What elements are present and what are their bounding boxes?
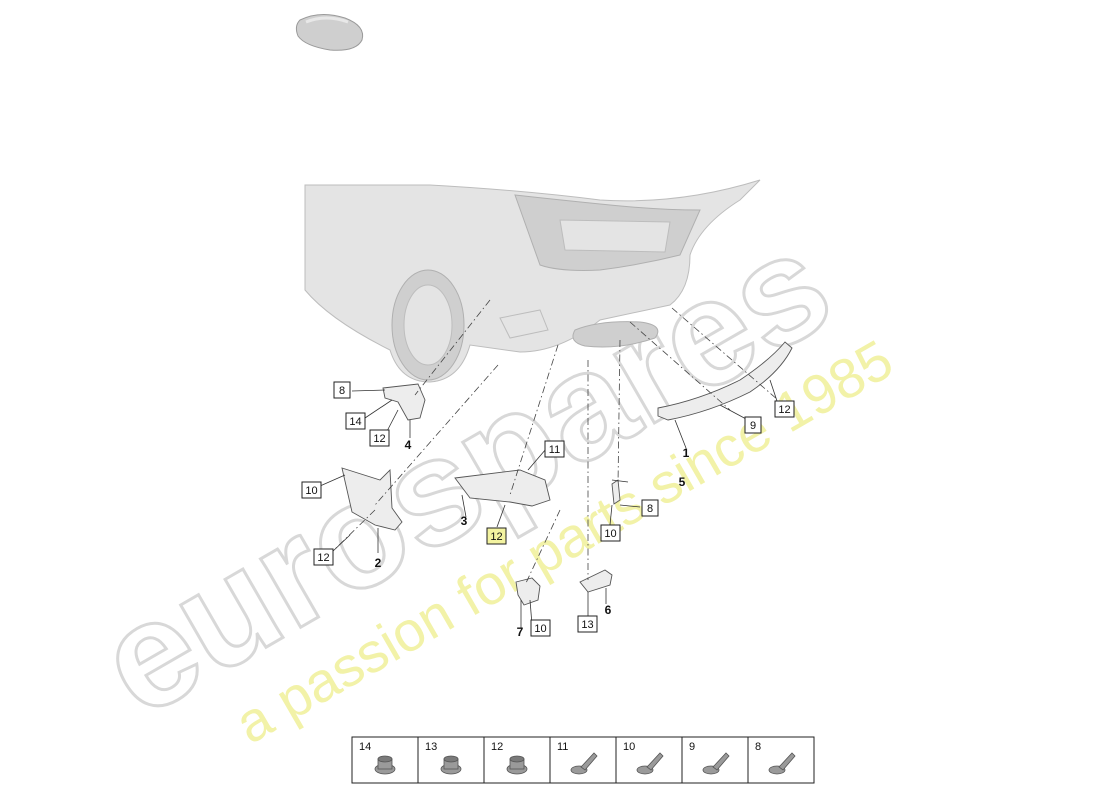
callout-label: 11	[549, 444, 560, 456]
part-number-3: 3	[461, 514, 468, 528]
callout-box	[600, 524, 621, 542]
callout-box	[544, 440, 565, 458]
legend-number: 14	[359, 741, 371, 753]
callout-8[interactable]: 8	[333, 381, 351, 399]
legend-cell-14[interactable]: 14	[351, 736, 419, 784]
part-3-bracket[interactable]	[454, 469, 551, 507]
vehicle-position-icon	[295, 14, 364, 51]
legend-cell-frame	[615, 736, 683, 784]
callout-label: 12	[373, 433, 385, 445]
callout-label: 12	[778, 404, 790, 416]
callout-box	[774, 400, 795, 418]
callout-label: 14	[349, 416, 361, 428]
leader-lines	[319, 379, 779, 628]
legend-cell-11[interactable]: 11	[549, 736, 617, 784]
callout-box	[486, 527, 507, 545]
callout-box	[369, 429, 390, 447]
legend-number: 8	[755, 741, 761, 753]
hex-flange-nut-icon	[506, 755, 528, 775]
legend-cell-12[interactable]: 12	[483, 736, 551, 784]
legend-number: 10	[623, 741, 635, 753]
legend-cell-13[interactable]: 13	[417, 736, 485, 784]
legend-cell-9[interactable]: 9	[681, 736, 749, 784]
legend-number: 12	[491, 741, 503, 753]
callout-box	[333, 381, 351, 399]
legend-cell-frame	[681, 736, 749, 784]
fastener-legend: 14 13 12 11 10 9 8	[351, 736, 815, 784]
part-1-carrier[interactable]	[657, 341, 793, 421]
callout-10[interactable]: 10	[301, 481, 322, 499]
callout-label: 8	[647, 503, 653, 515]
callout-9[interactable]: 9	[744, 416, 762, 434]
callout-label: 10	[534, 623, 546, 635]
callout-box	[530, 619, 551, 637]
assembly-lines	[331, 299, 779, 584]
callout-box	[345, 412, 366, 430]
callout-label: 12	[317, 552, 329, 564]
flange-screw-icon	[636, 752, 664, 775]
callout-12[interactable]: 12	[486, 527, 507, 545]
legend-number: 13	[425, 741, 437, 753]
part-6-bracket[interactable]	[579, 569, 613, 593]
callout-label: 12	[490, 531, 502, 543]
legend-number: 11	[557, 741, 568, 753]
part-5-bracket[interactable]	[611, 479, 621, 505]
part-numbers: 4 2 3 5 1 6 7	[375, 438, 690, 639]
callout-label: 8	[339, 385, 345, 397]
screw-icon	[768, 752, 796, 775]
legend-cell-8[interactable]: 8	[747, 736, 815, 784]
callout-12[interactable]: 12	[774, 400, 795, 418]
flange-nut-icon	[374, 755, 396, 775]
callout-label: 10	[305, 485, 317, 497]
legend-number: 9	[689, 741, 695, 753]
part-4-bracket[interactable]	[382, 383, 426, 421]
part-number-1: 1	[683, 446, 690, 460]
hex-bolt-icon	[702, 752, 730, 775]
callout-8[interactable]: 8	[641, 499, 659, 517]
callout-11[interactable]: 11	[544, 440, 565, 458]
callout-10[interactable]: 10	[600, 524, 621, 542]
callout-10[interactable]: 10	[530, 619, 551, 637]
callout-14[interactable]: 14	[345, 412, 366, 430]
callout-label: 9	[750, 420, 756, 432]
legend-cell-10[interactable]: 10	[615, 736, 683, 784]
callout-box	[744, 416, 762, 434]
callout-box	[301, 481, 322, 499]
part-2-bracket[interactable]	[341, 467, 403, 531]
screw-icon	[570, 752, 598, 775]
callout-12[interactable]: 12	[369, 429, 390, 447]
part-number-4: 4	[405, 438, 412, 452]
part-number-7: 7	[517, 625, 524, 639]
legend-cell-frame	[747, 736, 815, 784]
part-number-5: 5	[679, 475, 686, 489]
vehicle-rear-illustration	[304, 179, 761, 383]
callout-13[interactable]: 13	[577, 615, 598, 633]
callout-label: 10	[604, 528, 616, 540]
callout-box	[577, 615, 598, 633]
collar-nut-icon	[440, 755, 462, 775]
part-number-6: 6	[605, 603, 612, 617]
part-7-bracket[interactable]	[515, 577, 541, 606]
callout-label: 13	[581, 619, 593, 631]
callout-box	[641, 499, 659, 517]
callout-box	[313, 548, 334, 566]
callout-12[interactable]: 12	[313, 548, 334, 566]
part-number-2: 2	[375, 556, 382, 570]
